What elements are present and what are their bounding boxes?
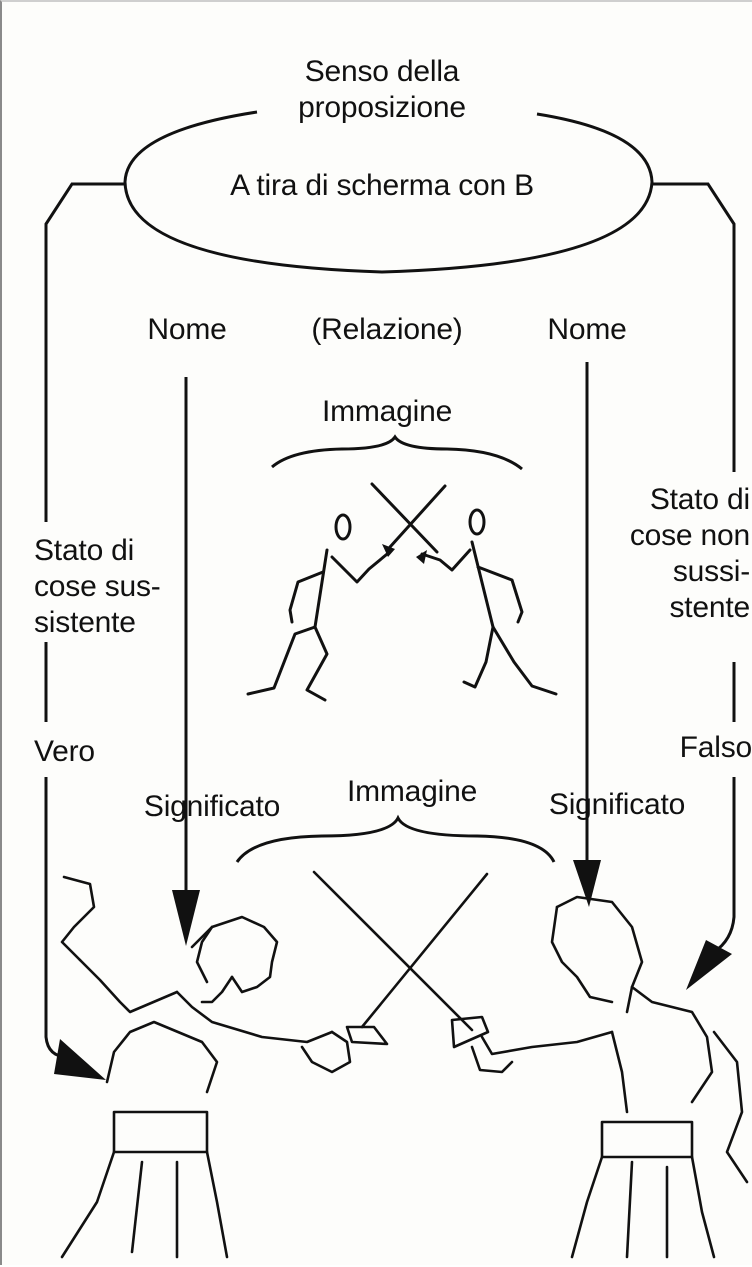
- right-state-line-3: sussi-: [672, 555, 750, 588]
- false-label: Falso: [679, 731, 752, 764]
- meaning-label-right: Significato: [548, 788, 686, 821]
- proposition-sense-line-2: proposizione: [298, 91, 466, 124]
- image-label-top: Immagine: [321, 395, 453, 428]
- left-name-label: Nome: [147, 313, 227, 346]
- image-label-bottom: Immagine: [346, 775, 478, 808]
- right-state-line-2: cose non: [629, 519, 750, 552]
- left-sword-guard: [382, 544, 395, 557]
- top-brace: [271, 434, 523, 471]
- right-arrowhead: [686, 940, 732, 990]
- proposition-text: A tira di scherma con B: [230, 169, 534, 202]
- left-name-arrowhead: [172, 890, 200, 946]
- meaning-label-left: Significato: [143, 790, 281, 823]
- true-label: Vero: [34, 735, 95, 768]
- realistic-fencers: [60, 870, 749, 1259]
- right-name-arrowhead: [573, 860, 601, 907]
- left-state-of-affairs: Stato di cose sus- sistente: [34, 533, 204, 641]
- proposition-sense-caption: Senso della proposizione: [232, 54, 532, 126]
- right-state-line-1: Stato di: [649, 483, 750, 516]
- proposition-sense-line-1: Senso della: [304, 55, 460, 88]
- right-state-line-4: stente: [669, 591, 750, 624]
- left-state-line-3: sistente: [34, 606, 136, 639]
- left-arrowhead: [54, 1039, 106, 1080]
- right-state-of-affairs: Stato di cose non sussi- stente: [602, 482, 750, 626]
- right-sword-guard: [416, 550, 427, 564]
- left-state-line-2: cose sus-: [34, 570, 161, 603]
- bottom-brace: [235, 814, 556, 863]
- left-state-line-1: Stato di: [34, 534, 135, 567]
- proposition-ellipse: [123, 110, 654, 274]
- right-name-label: Nome: [547, 313, 627, 346]
- relation-label: (Relazione): [311, 313, 463, 346]
- stick-figure-fencers: [246, 482, 558, 702]
